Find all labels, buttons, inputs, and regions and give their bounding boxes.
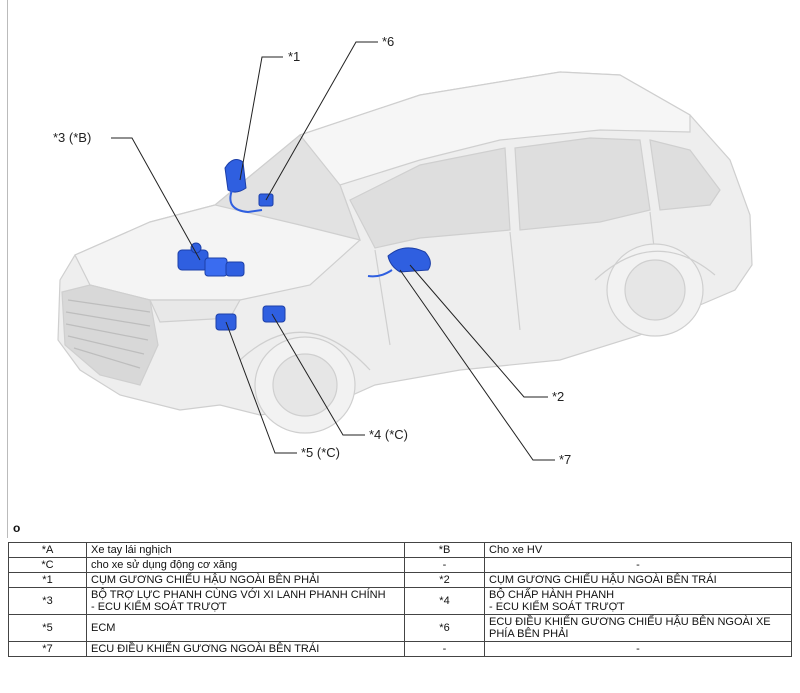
legend-description-cell: CỤM GƯƠNG CHIẾU HẬU NGOÀI BÊN PHẢI <box>86 572 405 588</box>
leader-3 <box>111 137 201 261</box>
leader-lines <box>111 41 555 461</box>
leader-1 <box>239 56 283 181</box>
legend-description-cell: ECU ĐIỀU KHIỂN GƯƠNG CHIẾU HẬU BÊN NGOÀI… <box>484 614 792 642</box>
vehicle-diagram <box>57 41 753 461</box>
rear-side-window <box>514 137 651 231</box>
legend-description-cell: BỘ TRỢ LỰC PHANH CÙNG VỚI XI LANH PHANH … <box>86 587 405 615</box>
legend-description-cell: ECU ĐIỀU KHIỂN GƯƠNG NGOÀI BÊN TRÁI <box>86 641 405 657</box>
callout-2: *2 <box>552 389 565 404</box>
legend-code-cell: *2 <box>404 572 485 588</box>
legend-code-cell: - <box>404 557 485 573</box>
left-mirror-part <box>367 247 431 278</box>
legend-description-cell: cho xe sử dụng động cơ xăng <box>86 557 405 573</box>
legend-description-cell: Cho xe HV <box>484 542 792 558</box>
callout-6: *6 <box>382 34 395 49</box>
legend-description-cell: - <box>484 641 792 657</box>
callout-5: *5 (*C) <box>301 445 341 460</box>
legend-code-cell: *7 <box>8 641 87 657</box>
legend-description-cell: - <box>484 557 792 573</box>
legend-code-cell: *4 <box>404 587 485 615</box>
callout-3: *3 (*B) <box>53 130 92 145</box>
legend-code-cell: *3 <box>8 587 87 615</box>
leader-4 <box>271 313 365 436</box>
legend-code-cell: *B <box>404 542 485 558</box>
quarter-window <box>649 139 721 211</box>
callout-4: *4 (*C) <box>369 427 409 442</box>
leader-5 <box>225 321 297 454</box>
legend-description-cell: Xe tay lái nghịch <box>86 542 405 558</box>
diagram-frame <box>7 0 793 538</box>
legend-code-cell: *A <box>8 542 87 558</box>
legend-description-cell: BỘ CHẤP HÀNH PHANH- ECU KIỂM SOÁT TRƯỢT <box>484 587 792 615</box>
components <box>177 159 431 331</box>
section-marker: o <box>13 521 21 535</box>
legend-description-cell: ECM <box>86 614 405 642</box>
brake-actuator-part <box>262 305 286 323</box>
leader-7 <box>399 269 555 461</box>
leader-2 <box>409 264 548 398</box>
brake-booster-part <box>177 242 245 277</box>
legend-code-cell: *6 <box>404 614 485 642</box>
callout-7: *7 <box>559 452 572 467</box>
legend-description-cell: CỤM GƯƠNG CHIẾU HẬU NGOÀI BÊN TRÁI <box>484 572 792 588</box>
front-grille <box>61 284 159 386</box>
front-side-window <box>349 147 511 249</box>
legend-code-cell: *5 <box>8 614 87 642</box>
legend-code-cell: *C <box>8 557 87 573</box>
legend-code-cell: *1 <box>8 572 87 588</box>
leader-6 <box>265 41 378 201</box>
legend-code-cell: - <box>404 641 485 657</box>
windshield <box>213 134 361 241</box>
callout-1: *1 <box>288 49 301 64</box>
right-mirror-part <box>224 159 263 214</box>
